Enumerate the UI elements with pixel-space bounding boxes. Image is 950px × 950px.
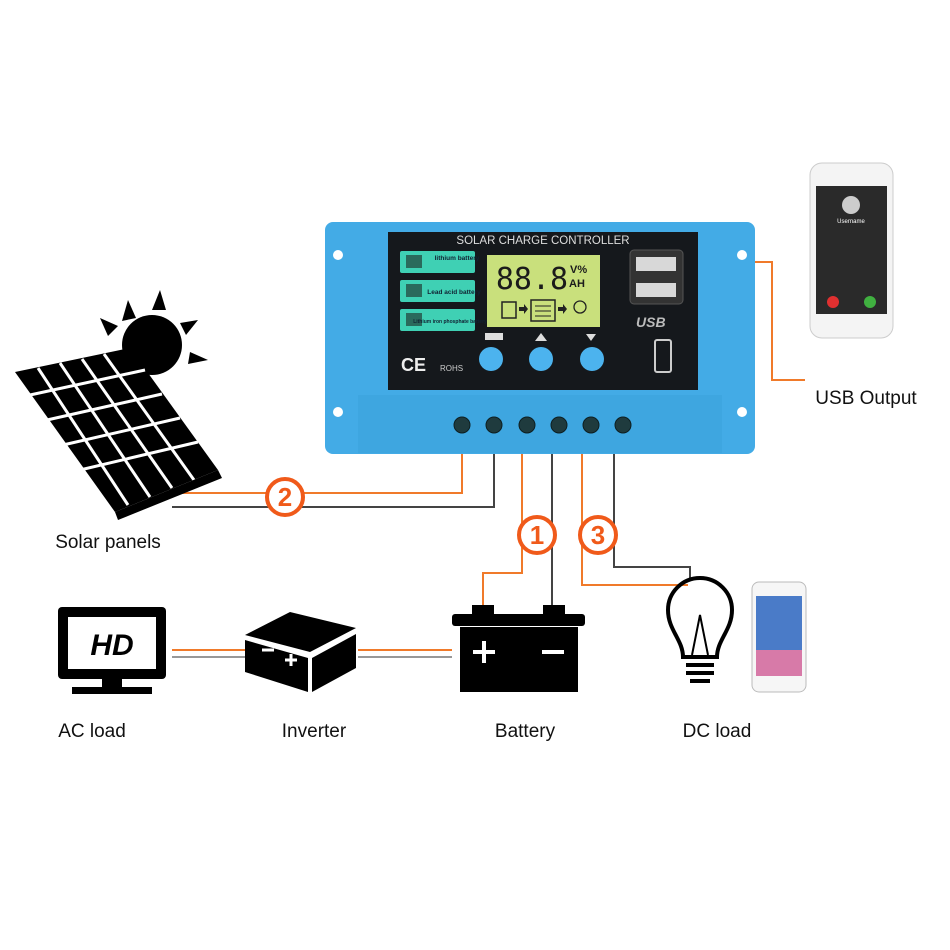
svg-text:3: 3 — [591, 520, 605, 550]
svg-text:2: 2 — [278, 482, 292, 512]
label-solar-panels: Solar panels — [55, 532, 161, 553]
svg-text:1: 1 — [530, 520, 544, 550]
lcd-display: 88.8 V% AH — [487, 255, 600, 327]
lcd-solar-icon — [501, 301, 517, 319]
terminal-screws — [453, 416, 632, 434]
rohs-mark: ROHS — [440, 364, 463, 373]
step-badge-1: 1 — [517, 515, 557, 555]
charge-controller: SOLAR CHARGE CONTROLLER lithium battery … — [325, 222, 755, 454]
step-badge-2: 2 — [265, 477, 305, 517]
label-dc-load: DC load — [683, 721, 752, 742]
monitor-icon: HD — [58, 607, 166, 694]
step-badge-3: 3 — [578, 515, 618, 555]
load-positive-wire — [581, 440, 688, 586]
battery-type-lifepo4: Lithium iron phosphate battery — [400, 309, 487, 331]
label-inverter: Inverter — [282, 721, 347, 742]
ce-mark: CE — [401, 355, 426, 375]
inverter-icon — [245, 612, 356, 692]
lcd-arrow-icon — [519, 304, 528, 314]
battery-type-lead-acid: Lead acid battery — [400, 280, 481, 302]
lcd-bulb-icon — [573, 300, 587, 314]
battery-icon — [452, 605, 585, 692]
label-battery: Battery — [495, 721, 556, 742]
svg-text:Lithium iron phosphate battery: Lithium iron phosphate battery — [413, 319, 487, 325]
svg-text:88.8: 88.8 — [496, 262, 568, 297]
phone-charge-icon — [654, 339, 672, 373]
up-button[interactable] — [529, 333, 553, 371]
svg-text:lithium battery: lithium battery — [435, 255, 480, 262]
down-button[interactable] — [580, 334, 604, 371]
svg-text:USB: USB — [636, 314, 666, 330]
label-ac-load: AC load — [58, 721, 126, 742]
label-usb-output: USB Output — [815, 388, 917, 409]
smartphone-dc — [751, 581, 807, 693]
usb-ports: USB — [629, 249, 684, 373]
battery-type-lithium: lithium battery — [400, 251, 480, 273]
lcd-battery-icon — [530, 299, 556, 322]
svg-text:V%: V% — [570, 264, 587, 276]
svg-text:Lead acid battery: Lead acid battery — [427, 289, 481, 296]
svg-text:HD: HD — [90, 629, 133, 662]
svg-text:SOLAR CHARGE CONTROLLER: SOLAR CHARGE CONTROLLER — [456, 235, 629, 247]
battery-positive-wire — [482, 440, 523, 607]
solar-panel-icon — [15, 290, 222, 520]
menu-button[interactable] — [479, 333, 503, 371]
svg-text:AH: AH — [569, 278, 585, 290]
lcd-arrow-icon — [558, 304, 567, 314]
svg-text:Username: Username — [837, 219, 865, 225]
smartphone-usb: Username — [809, 162, 894, 339]
load-negative-wire — [613, 440, 691, 580]
terminal-strip — [358, 395, 722, 453]
light-bulb-icon — [665, 576, 735, 683]
